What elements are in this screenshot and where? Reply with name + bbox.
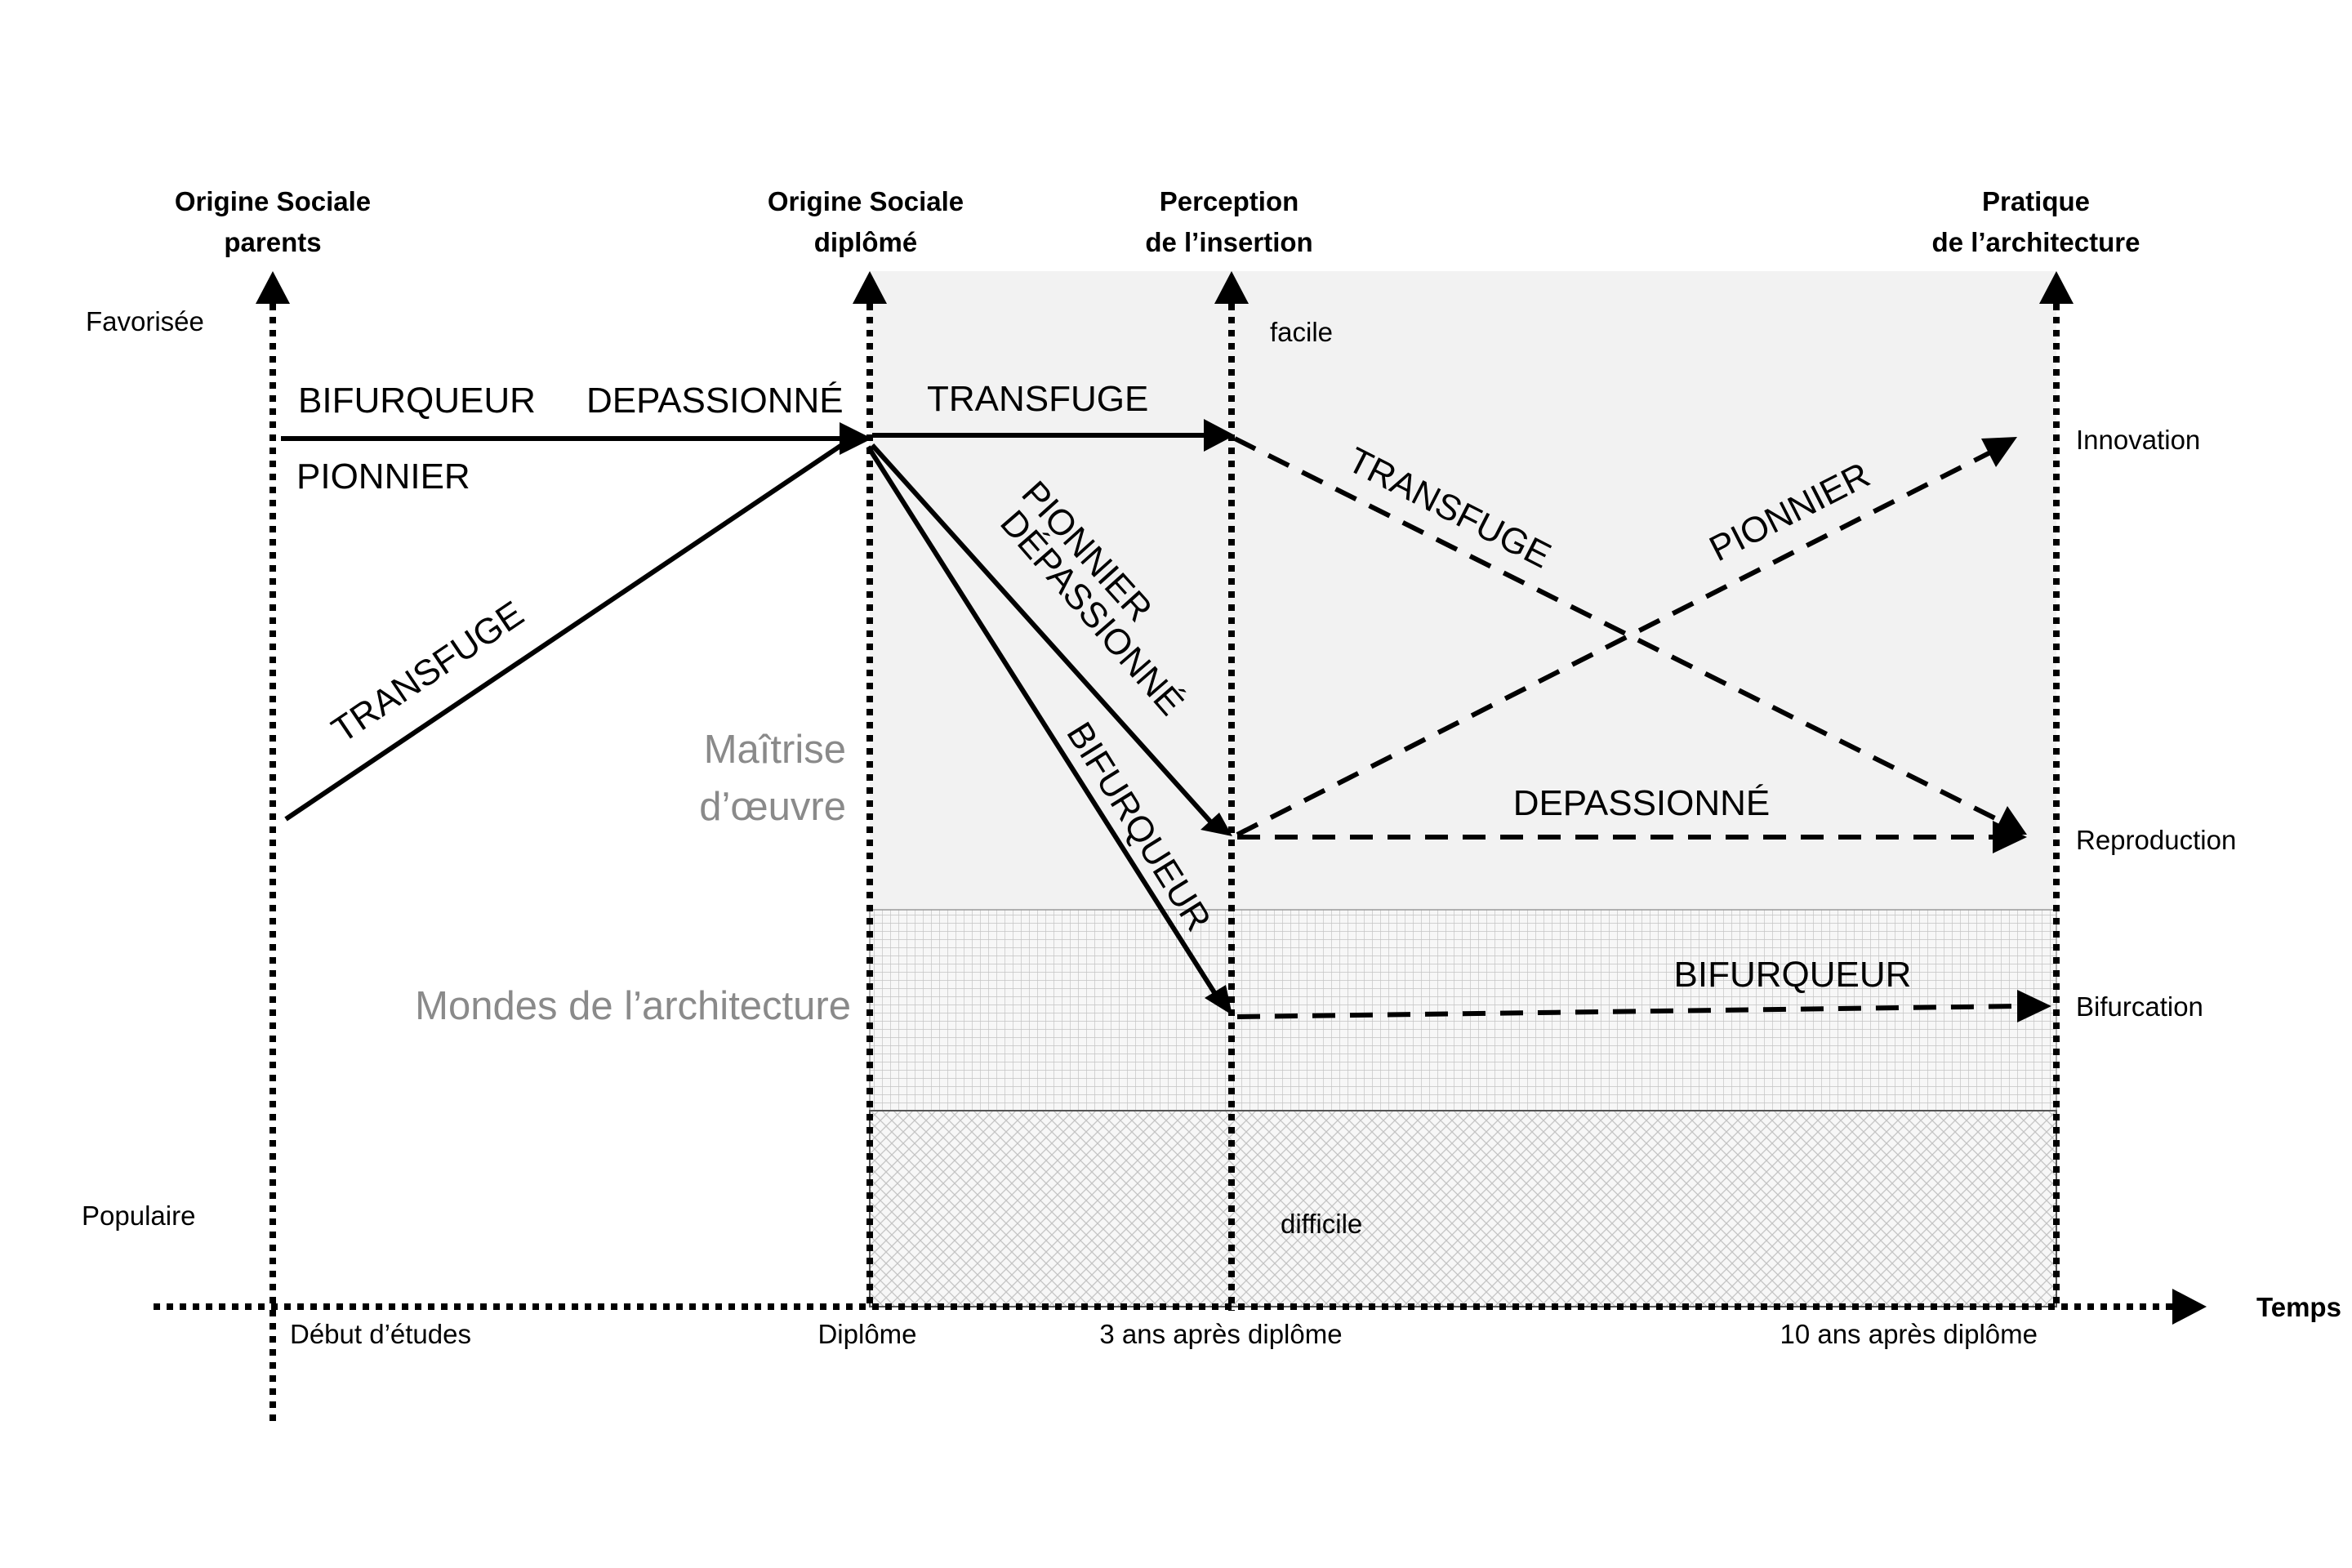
label-favorisee: Favorisée — [86, 306, 204, 336]
axis-graduate-title: Origine Sociale — [768, 186, 964, 216]
path-label-depassionne-dash: DEPASSIONNÉ — [1513, 783, 1771, 823]
label-populaire: Populaire — [82, 1200, 195, 1231]
dash-pionnier — [1236, 447, 1998, 837]
label-reproduction: Reproduction — [2076, 825, 2236, 855]
label-10-ans: 10 ans après diplôme — [1780, 1319, 2038, 1349]
zone-maitrise-oeuvre — [870, 271, 2056, 910]
dash-bifurqueur — [1236, 1004, 2022, 1019]
arrowhead-transfuge-top — [1204, 419, 1235, 452]
axis-parents-title: Origine Sociale — [175, 186, 371, 216]
zone-label-oeuvre: d’œuvre — [699, 785, 846, 829]
arrowhead-dash-pionnier — [1981, 437, 2017, 467]
path-label-bifurqueur-top: BIFURQUEUR — [298, 381, 536, 421]
path-label-transfuge-top: TRANSFUGE — [927, 379, 1148, 419]
line-pionnier-descent — [870, 443, 1214, 825]
axis-insertion-title: Perception — [1160, 186, 1299, 216]
arrowhead-dash-depassionne — [1993, 821, 2027, 853]
axis-graduate-arrowhead — [853, 271, 887, 304]
label-debut-etudes: Début d’études — [290, 1319, 471, 1349]
label-facile: facile — [1270, 317, 1333, 347]
path-label-depassionne-top: DEPASSIONNÉ — [586, 381, 844, 421]
zone-label-maitrise: Maîtrise — [704, 728, 846, 772]
label-3-ans: 3 ans après diplôme — [1099, 1319, 1342, 1349]
label-diplome: Diplôme — [817, 1319, 916, 1349]
arrowhead-pionnier-descent — [1200, 813, 1232, 836]
axis-parents-arrowhead — [256, 271, 290, 304]
axis-insertion-arrowhead — [1214, 271, 1249, 304]
axis-parents-subtitle: parents — [224, 227, 321, 257]
axis-graduate-subtitle: diplômé — [814, 227, 918, 257]
arrowhead-top-origin — [840, 422, 872, 455]
axis-practice-title: Pratique — [1982, 186, 2090, 216]
arrowhead-dash-bifurqueur — [2017, 990, 2051, 1022]
label-difficile: difficile — [1281, 1209, 1362, 1239]
axis-practice-arrowhead — [2039, 271, 2074, 304]
dash-transfuge — [1233, 436, 2007, 826]
axis-practice-subtitle: de l’architecture — [1932, 227, 2140, 257]
axis-insertion-subtitle: de l’insertion — [1145, 227, 1312, 257]
zone-label-mondes: Mondes de l’architecture — [415, 984, 851, 1028]
path-label-pionnier-top: PIONNIER — [296, 457, 470, 497]
arrowhead-bifurqueur-descent — [1205, 985, 1232, 1015]
line-bifurqueur-descent — [866, 445, 1218, 996]
axis-time-arrowhead — [2172, 1289, 2207, 1325]
path-label-bifurqueur-dash: BIFURQUEUR — [1674, 955, 1912, 995]
axis-time-title: Temps — [2256, 1292, 2341, 1322]
line-transfuge-rise — [284, 439, 849, 822]
zone-populaire — [869, 1110, 2057, 1307]
label-innovation: Innovation — [2076, 425, 2200, 455]
label-bifurcation: Bifurcation — [2076, 991, 2203, 1022]
